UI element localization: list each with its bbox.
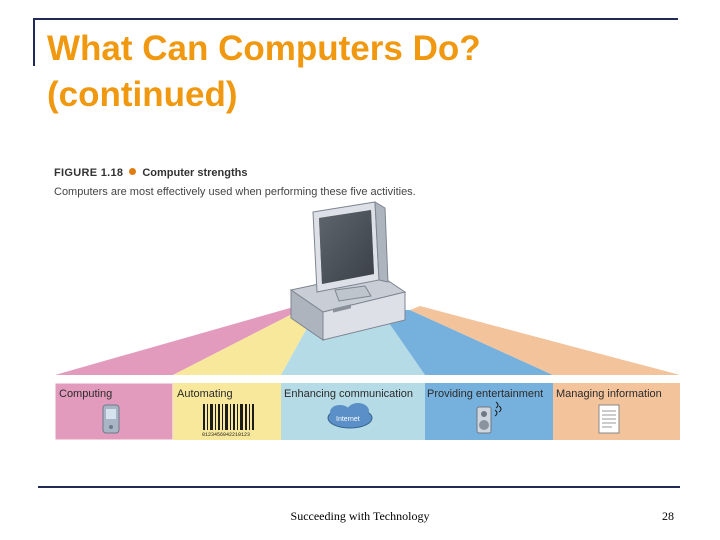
panel-label-automating: Automating	[177, 388, 233, 400]
bullet-icon	[129, 168, 137, 175]
ray-information	[410, 306, 680, 375]
internet-label: Internet	[336, 416, 360, 423]
internet-cloud-icon	[327, 403, 373, 429]
title-line-1: What Can Computers Do?	[47, 29, 481, 68]
ray-automating	[173, 310, 317, 375]
panel-label-entertainment: Providing entertainment	[427, 388, 543, 400]
page-number: 28	[662, 509, 674, 523]
barcode-digits: 0123456042210123	[202, 432, 250, 438]
panel-computing: Computing	[55, 382, 174, 440]
document-icon	[598, 404, 620, 434]
panel-label-information: Managing information	[556, 388, 662, 400]
panel-providing-entertainment: Providing entertainment	[425, 383, 553, 440]
footer-rule	[38, 486, 680, 488]
computer-strengths-diagram: Computing Automating 0123456042210123 En…	[55, 201, 680, 440]
title-line-2: (continued)	[47, 75, 238, 114]
title-frame-top	[33, 18, 678, 20]
figure-number: FIGURE 1.18	[54, 167, 124, 179]
footer-text: Succeeding with Technology	[290, 509, 430, 523]
barcode-icon	[203, 404, 254, 430]
panel-label-computing: Computing	[59, 388, 112, 400]
panel-enhancing-communication: Enhancing communication Internet	[281, 383, 425, 440]
figure-heading: FIGURE 1.18 Computer strengths	[54, 167, 247, 179]
figure-name: Computer strengths	[142, 167, 248, 179]
figure-caption: Computers are most effectively used when…	[54, 186, 416, 198]
handheld-computer-icon	[102, 404, 120, 434]
panel-managing-information: Managing information	[553, 383, 680, 440]
ray-entertainment	[380, 310, 553, 375]
ray-computing	[55, 308, 300, 375]
panel-label-communication: Enhancing communication	[284, 388, 413, 400]
desktop-computer-icon	[289, 201, 407, 341]
panel-automating: Automating 0123456042210123	[173, 383, 281, 440]
speaker-music-icon	[476, 401, 502, 434]
title-frame-left	[33, 18, 35, 66]
slide-title: What Can Computers Do? (continued)	[47, 26, 481, 118]
